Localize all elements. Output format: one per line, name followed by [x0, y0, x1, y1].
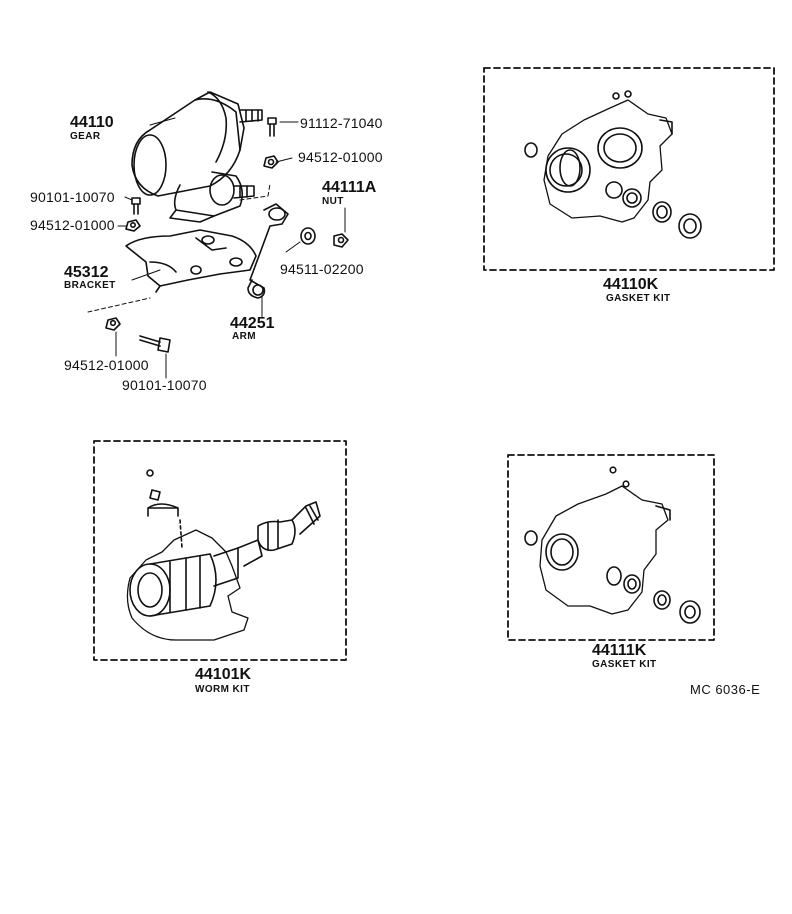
- gear-name: GEAR: [70, 131, 101, 142]
- gasket-kit-2-illustration: [524, 466, 701, 624]
- bracket-number: 45312: [64, 264, 109, 281]
- gasket-kit-1-illustration: [524, 90, 702, 239]
- worm-kit-frame: [93, 440, 347, 661]
- bolt-left-number: 90101-10070: [30, 189, 115, 205]
- gasket-kit-1-frame: [483, 67, 775, 271]
- gasket-kit-2-name: GASKET KIT: [592, 659, 657, 670]
- bolt-top-number: 91112-71040: [300, 115, 383, 131]
- steering-gear-illustration: [105, 91, 349, 353]
- gear-number: 44110: [70, 114, 114, 131]
- bracket-name: BRACKET: [64, 280, 116, 291]
- worm-kit-name: WORM KIT: [195, 684, 250, 695]
- arm-number: 44251: [230, 315, 275, 332]
- nut-main-name: NUT: [322, 196, 344, 207]
- worm-kit-illustration: [126, 469, 321, 641]
- diagram-code: MC 6036-E: [690, 682, 761, 697]
- nut-left-number: 94512-01000: [30, 217, 115, 233]
- gasket-kit-2-frame: [507, 454, 715, 641]
- nut-top-number: 94512-01000: [298, 149, 383, 165]
- arm-name: ARM: [232, 331, 256, 342]
- nut-bottom-number: 94512-01000: [64, 357, 149, 373]
- worm-kit-number: 44101K: [195, 666, 252, 683]
- gasket-kit-1-number: 44110K: [603, 276, 659, 293]
- nut-main-number: 44111A: [322, 179, 377, 196]
- washer-right-number: 94511-02200: [280, 261, 364, 277]
- gasket-kit-2-number: 44111K: [592, 642, 647, 659]
- bolt-bottom-number: 90101-10070: [122, 377, 207, 393]
- gasket-kit-1-name: GASKET KIT: [606, 293, 671, 304]
